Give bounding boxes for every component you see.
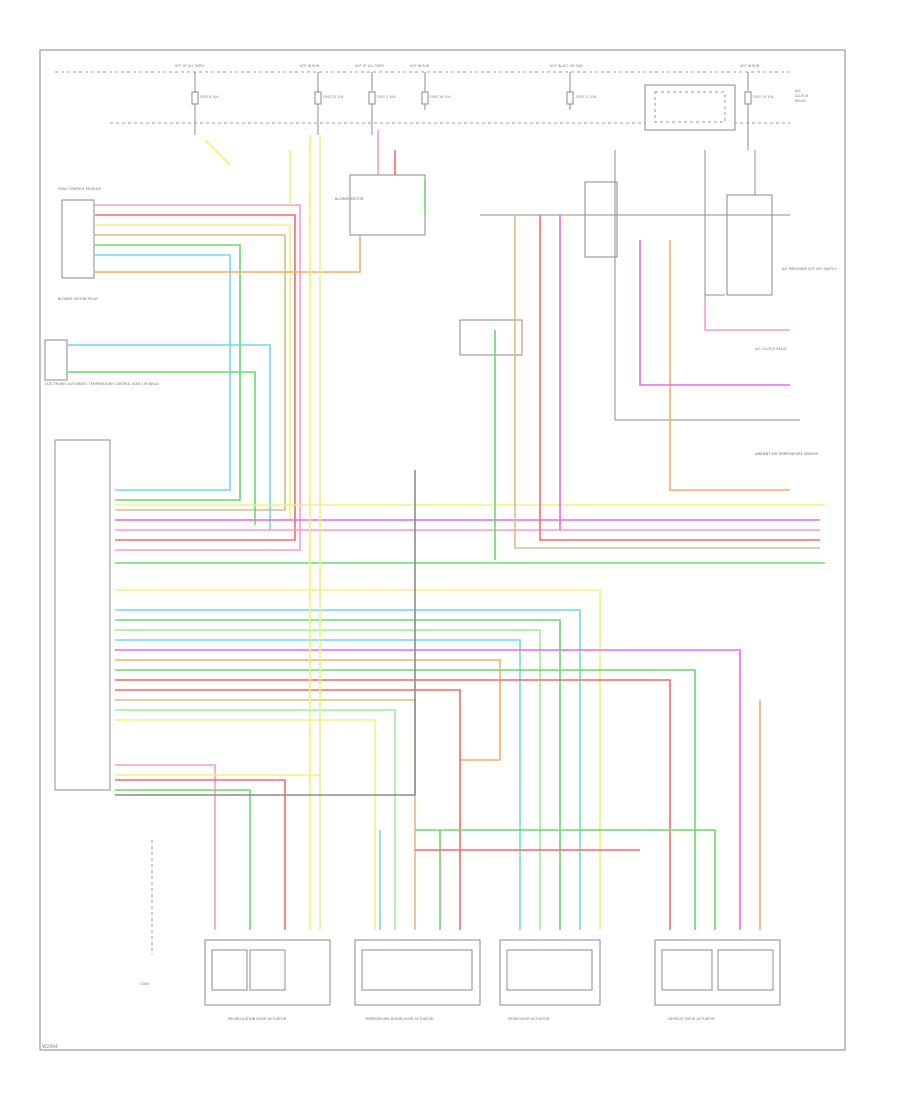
wire-orange-right [669,240,790,491]
svg-text:FUSE 2 10A: FUSE 2 10A [377,95,396,99]
wire-red-act [115,679,671,930]
relay-box-inner [654,91,726,123]
actuator-label-mode: MODE DOOR ACTUATOR [508,1017,550,1021]
left-module-label-2: BLOWER MOTOR RELAY [58,297,99,301]
fuse-icon: FUSE 36 10A [421,72,451,110]
colored-wires [67,130,825,930]
wire-yellow-act2 [115,719,376,930]
fuse-icon: FUSE 31 15A [566,72,597,110]
fuse-group: FUSE 8 10A FUSE 23 10A FUSE 2 10A FUSE 3… [191,72,774,150]
fuse-icon: FUSE 23 10A [314,72,344,135]
wire-yellow-act [115,589,601,930]
diagram-frame [39,49,846,1051]
wire-red-act2 [115,689,461,930]
fuse-icon: FUSE 19 10A [744,72,774,150]
right-module-label-3: A/C CLUTCH RELAY [755,347,788,351]
wire-pink-recirc [115,764,216,930]
wire-red-hvac [95,214,296,541]
svg-text:FUSE 31 15A: FUSE 31 15A [576,95,597,99]
blower-motor-box [584,181,618,258]
top-source-labels: HOT AT ALL TIMES HOT IN RUN HOT AT ALL T… [175,64,760,68]
source-label-3: HOT AT ALL TIMES [355,64,384,68]
fuse-icon: FUSE 8 10A [191,72,219,135]
right-signal-lines [480,150,800,421]
blower-relay-box [349,174,426,236]
wire-tan-hvac [95,234,286,511]
wire-orange-hvac [95,235,361,273]
svg-text:FUSE 23 10A: FUSE 23 10A [323,95,344,99]
eatc-module-box [54,439,111,791]
source-label-5: HOT IN ACC OR RUN [550,64,583,68]
wire-red-recirc [115,779,286,930]
wire-lightgreen-act2 [115,709,396,930]
svg-text:FUSE 19 10A: FUSE 19 10A [753,95,774,99]
center-module-box [459,319,523,356]
wire-green-recirc [115,789,251,930]
switch-box [44,339,68,381]
wire-magenta-act [115,649,741,930]
ac-relay-box [726,194,773,296]
wire-orange-act [115,659,501,761]
wire-tan-right [514,215,820,549]
center-label: BLOWER MOTOR [335,197,364,201]
source-label-6: HOT IN RUN [740,64,760,68]
left-module-label-1: HVAC CONTROL MODULE [58,187,101,191]
hvac-connector-box [61,199,95,279]
wire-pink-hvac [95,204,301,551]
wire-tan-act [115,699,416,930]
wire-green-act [115,619,561,930]
svg-text:FUSE 8 10A: FUSE 8 10A [200,95,219,99]
wire-pink-ac [704,300,790,331]
wire-cyan-act2 [115,639,521,930]
source-label-1: HOT AT ALL TIMES [175,64,204,68]
actuator-labels: RECIRCULATION DOOR ACTUATOR TEMPERATURE … [228,1017,715,1021]
wire-magenta-ac [639,240,790,386]
actuator-label-recirculation: RECIRCULATION DOOR ACTUATOR [228,1017,287,1021]
wire-green-switch [67,371,256,525]
svg-text:FUSE 36 10A: FUSE 36 10A [430,95,451,99]
actuator-label-blend: TEMPERATURE BLEND DOOR ACTUATOR [364,1017,434,1021]
wire-gray-recirc [115,470,416,796]
right-module-label-2: A/C PRESSURE CUT-OFF SWITCH [782,267,837,271]
actuator-box-mode [499,939,601,1006]
wire-yellow-fuse2 [204,139,231,166]
fuse-icon: FUSE 2 10A [368,72,396,135]
actuator-boxes [204,939,781,1006]
source-label-2: HOT IN RUN [300,64,320,68]
diagram-ref-code: W2094 [42,1044,58,1050]
wire-cyan-act [115,609,581,930]
wire-cyan-switch [67,344,271,530]
wire-green-act2 [115,669,696,930]
wire-green-bottom [415,829,716,930]
actuator-box-blend [354,939,481,1006]
left-module-label-3: ELECTRONIC AUTOMATIC TEMPERATURE CONTROL… [45,382,159,386]
actuator-box-recirculation [204,939,331,1006]
right-module-label-4: AMBIENT AIR TEMPERATURE SENSOR [755,452,819,456]
source-label-4: HOT IN RUN [410,64,430,68]
ground-label: G300 [140,982,149,986]
actuator-label-defrost: DEFROST DOOR ACTUATOR [668,1017,715,1021]
wire-red-right [539,215,820,541]
